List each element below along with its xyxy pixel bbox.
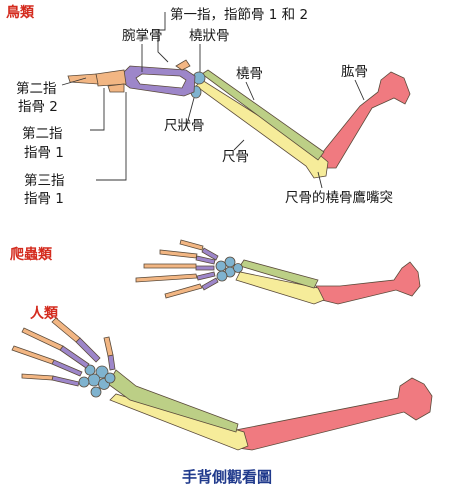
- reptile-ulna: [235, 271, 325, 305]
- label-ulnare: 尺狀骨: [164, 118, 205, 134]
- human-humerus: [235, 377, 433, 451]
- reptile-metacarpals: [195, 247, 219, 291]
- label-d2-p2-line1: 第二指: [16, 80, 57, 97]
- bird-digit1: [175, 59, 191, 71]
- bird-humerus: [317, 71, 411, 169]
- label-carpometacarpus: 腕掌骨: [122, 28, 163, 44]
- reptile-forelimb-skeleton: [135, 239, 421, 305]
- label-ulna: 尺骨: [222, 149, 249, 165]
- label-first-digit: 第一指，指節骨 1 和 2: [170, 6, 308, 23]
- human-phalanges: [11, 317, 114, 381]
- bird-wing-skeleton: [67, 59, 411, 179]
- reptile-radius: [239, 259, 319, 289]
- human-carpals: [78, 364, 116, 398]
- human-radius: [107, 369, 239, 433]
- reptile-phalanges: [135, 239, 204, 299]
- label-d2-p1-line2: 指骨 1: [24, 145, 64, 161]
- label-d2-p1-line1: 第二指: [22, 125, 63, 142]
- caption: 手背側觀看圖: [182, 468, 272, 486]
- reptile-humerus: [315, 261, 421, 305]
- label-humerus: 肱骨: [341, 64, 368, 80]
- bird-ulna: [195, 79, 329, 179]
- heading-bird: 鳥類: [6, 4, 35, 21]
- label-olecranon: 尺骨的橈骨鷹嘴突: [285, 190, 393, 206]
- label-d3-p1-line2: 指骨 1: [24, 191, 64, 207]
- label-radiale: 橈狀骨: [189, 28, 230, 44]
- heading-human: 人類: [30, 305, 59, 322]
- heading-reptile: 爬蟲類: [10, 246, 53, 263]
- leader-lines: [61, 12, 365, 189]
- bird-carpometacarpus: [121, 65, 196, 97]
- label-d3-p1-line1: 第三指: [24, 172, 65, 189]
- human-ulna: [109, 393, 249, 451]
- bird-digit3: [107, 83, 125, 93]
- bird-digit2-phalanx1: [95, 69, 127, 87]
- bird-radius: [201, 69, 325, 161]
- reptile-carpals: [215, 256, 243, 282]
- label-d2-p2-line2: 指骨 2: [18, 99, 58, 115]
- human-forelimb-skeleton: [11, 317, 433, 451]
- label-radius: 橈骨: [236, 66, 263, 82]
